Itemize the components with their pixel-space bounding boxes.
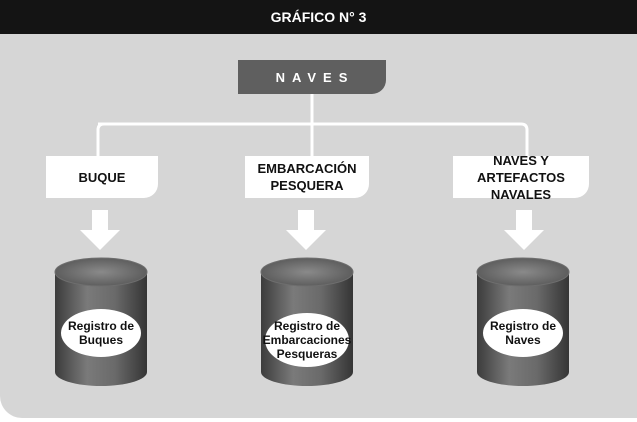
figure-title: GRÁFICO N° 3 — [0, 0, 637, 34]
database-cylinder-embarcaciones — [260, 257, 354, 386]
registry-label-embarcaciones: Registro de Embarcaciones Pesqueras — [262, 319, 352, 361]
registry-label-buques: Registro de Buques — [67, 319, 134, 347]
registry-label-naves: Registro de Naves — [489, 319, 556, 347]
database-cylinder-buques — [54, 257, 148, 386]
arrow-down-icon — [286, 210, 326, 250]
arrow-down-icon — [80, 210, 120, 250]
category-naves-artefactos: NAVES Y ARTEFACTOS NAVALES — [453, 153, 589, 202]
database-cylinder-naves — [476, 257, 570, 386]
arrow-down-icon — [504, 210, 544, 250]
root-node-naves: NAVES — [238, 60, 386, 94]
connector-horizontal — [96, 122, 529, 156]
category-buque: BUQUE — [46, 156, 158, 198]
category-embarcacion-pesquera: EMBARCACIÓN PESQUERA — [245, 156, 369, 198]
